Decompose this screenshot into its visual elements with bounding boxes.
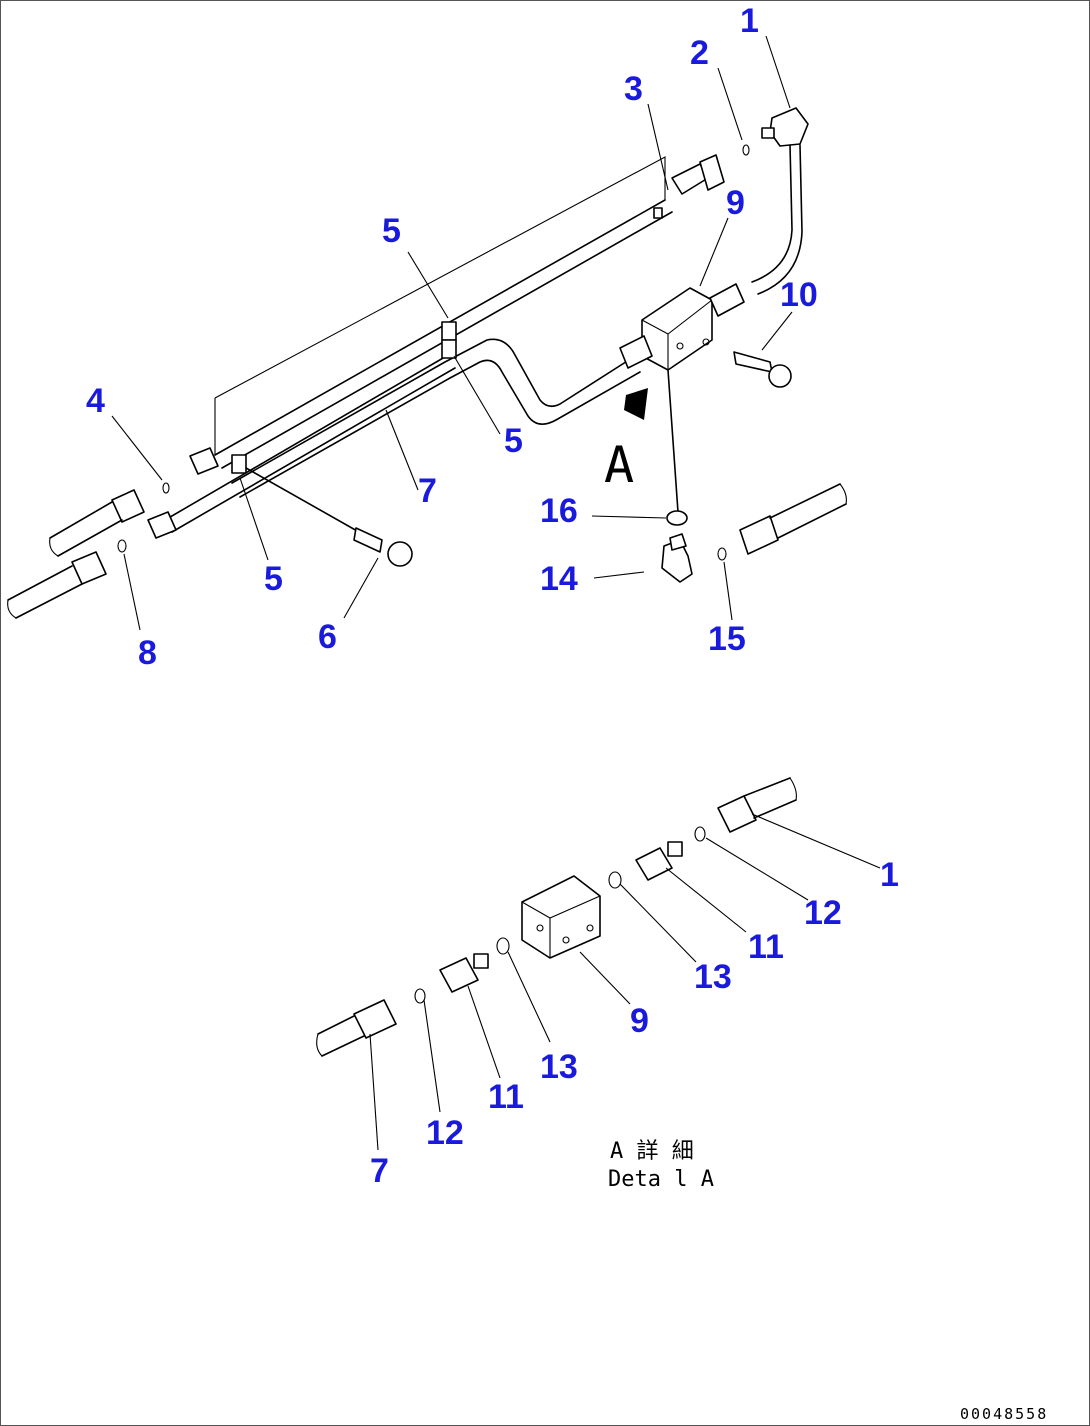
callout-9: 9 [726, 184, 745, 222]
callout-5-upper: 5 [382, 212, 401, 250]
left-fittings [7, 447, 219, 619]
detail-callout-12-right: 12 [804, 894, 842, 932]
detail-callout-13-right: 13 [694, 958, 732, 996]
o-ring-4 [162, 482, 170, 494]
o-ring-13-right [608, 871, 622, 889]
callout-8: 8 [138, 634, 157, 672]
pipe-bundle [164, 156, 673, 533]
drawing-number: 00048558 [960, 1405, 1049, 1423]
callout-1: 1 [740, 2, 759, 40]
callout-15: 15 [708, 620, 746, 658]
detail-callout-1: 1 [880, 856, 899, 894]
callout-2: 2 [690, 34, 709, 72]
o-ring-8 [117, 539, 127, 553]
detail-callout-7: 7 [370, 1152, 389, 1190]
callout-5-lower: 5 [264, 560, 283, 598]
hose-right-14 [739, 483, 847, 555]
detail-caption-en: Deta l A [608, 1167, 714, 1192]
callout-10: 10 [780, 276, 818, 314]
top-pipe-fitting [653, 154, 725, 219]
detail-caption-jp: A 詳 細 [610, 1139, 694, 1164]
o-ring-12-right [694, 826, 706, 842]
detail-callout-12-left: 12 [426, 1114, 464, 1152]
elbow-14 [661, 533, 693, 583]
callout-5-middle: 5 [504, 422, 523, 460]
valve-block-9 [619, 283, 745, 513]
detail-callout-11-left: 11 [488, 1078, 524, 1116]
detail-callout-11-right: 11 [748, 928, 784, 966]
o-ring-15 [717, 547, 727, 561]
callout-14: 14 [540, 560, 578, 598]
elbow-fitting-1 [751, 107, 809, 295]
o-ring-12-left [414, 988, 426, 1004]
view-arrow [624, 388, 648, 420]
leader-lines-detail [369, 813, 881, 1151]
clamp-parts [231, 321, 457, 474]
plug-16 [666, 510, 688, 526]
o-ring-13-left [496, 937, 510, 955]
leader-lines-top [111, 35, 793, 631]
bolt-6 [245, 467, 413, 567]
bolt-10 [733, 351, 792, 388]
callout-4: 4 [86, 382, 105, 420]
view-marker-a: A [604, 436, 635, 494]
callout-7: 7 [418, 472, 437, 510]
detail-callout-9: 9 [630, 1002, 649, 1040]
callout-3: 3 [624, 70, 643, 108]
detail-a-drawing [316, 777, 797, 1057]
callout-16: 16 [540, 492, 578, 530]
detail-callout-13-left: 13 [540, 1048, 578, 1086]
o-ring-2 [742, 144, 750, 156]
callout-6: 6 [318, 618, 337, 656]
